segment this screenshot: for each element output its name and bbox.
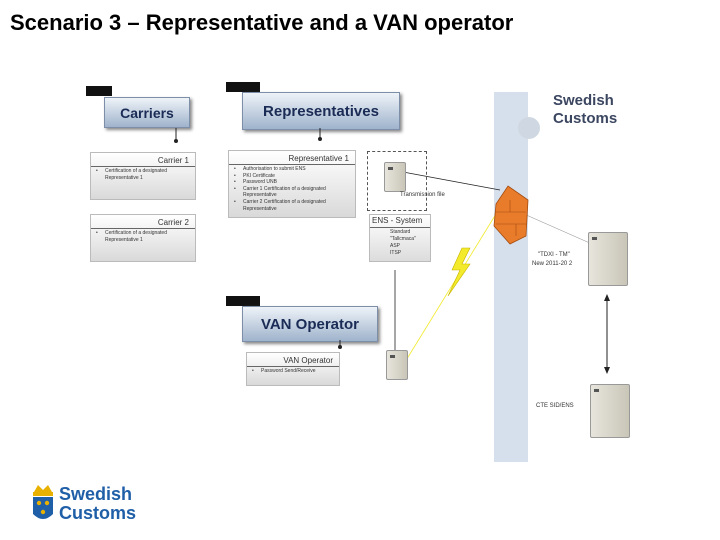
connector-dot <box>174 139 178 143</box>
cte-server-icon <box>590 384 630 438</box>
van-header-label: VAN Operator <box>260 315 360 333</box>
carriers-header-label: Carriers <box>120 104 174 121</box>
new-label: New 2011-20 2 <box>532 261 573 267</box>
slide-title: Scenario 3 – Representative and a VAN op… <box>10 10 514 35</box>
customs-server-icon <box>588 232 628 286</box>
cte-label: CTE SID/ENS <box>536 403 574 409</box>
carrier-card-title: Carrier 1 <box>157 156 189 165</box>
ens-item: "Tallcmaca" <box>390 236 416 242</box>
logo-text: Swedish Customs <box>59 485 136 523</box>
firewall-icon <box>493 185 529 245</box>
carriers-header: Carriers <box>104 97 190 128</box>
van-firewall-line <box>404 213 497 363</box>
tdxi-label: "TDXI - TM" <box>538 252 570 258</box>
lightning-icon <box>447 247 471 297</box>
connector-dot <box>318 137 322 141</box>
ens-item: Standard <box>390 229 411 235</box>
representative-card-item: Password UNB <box>234 179 347 186</box>
carrier-card-2: Carrier 2 Certification of a designated … <box>90 214 196 262</box>
customs-dot <box>518 117 540 139</box>
customs-label-line1: Swedish <box>553 92 614 109</box>
arrow-down-icon <box>604 367 610 374</box>
representative-server-icon <box>384 162 406 192</box>
arrow-up-icon <box>604 294 610 301</box>
carrier-card-item: Certification of a designated Representa… <box>96 230 185 243</box>
carrier-card-1: Carrier 1 Certification of a designated … <box>90 152 196 200</box>
representative-card-item: Authorisation to submit ENS <box>234 166 347 173</box>
customs-label: Swedish Customs <box>553 92 617 128</box>
van-header: VAN Operator <box>242 306 378 342</box>
connector-dot <box>338 345 342 349</box>
logo-line2: Customs <box>59 503 137 523</box>
representative-card-item: Carrier 1 Certification of a designated … <box>234 186 347 199</box>
ens-item: ITSP <box>390 250 402 256</box>
representatives-tab <box>226 82 260 92</box>
customs-label-line2: Customs <box>553 110 618 127</box>
representative-card-item: PKI Certificate <box>234 173 347 180</box>
van-tab <box>226 296 260 306</box>
representatives-header-label: Representatives <box>263 102 379 120</box>
representative-card-title: Representative 1 <box>288 154 349 163</box>
van-server-icon <box>386 350 408 380</box>
carrier-card-title: Carrier 2 <box>157 218 189 227</box>
representative-card: Representative 1 Authorisation to submit… <box>228 150 356 218</box>
representative-card-item: Carrier 2 Certification of a designated … <box>234 199 347 212</box>
representative-system-frame <box>367 151 427 211</box>
representatives-header: Representatives <box>242 92 400 130</box>
ens-system-title: ENS - System <box>372 216 423 225</box>
van-card-item: Password Send/Receive <box>252 368 316 375</box>
carriers-tab <box>86 86 112 96</box>
ens-item: ASP <box>390 243 401 249</box>
crown-logo-icon <box>33 485 53 519</box>
transmission-label: Transmission file <box>400 192 445 198</box>
customs-band <box>494 92 528 462</box>
van-card-title: VAN Operator <box>283 356 333 365</box>
transmission-line <box>402 171 501 191</box>
carrier-card-item: Certification of a designated Representa… <box>96 168 185 181</box>
logo-line1: Swedish <box>59 484 133 504</box>
van-card: VAN Operator Password Send/Receive <box>246 352 340 386</box>
firewall-server-line <box>523 213 593 245</box>
ens-system-card: ENS - System Standard "Tallcmaca" ASP IT… <box>369 214 431 262</box>
